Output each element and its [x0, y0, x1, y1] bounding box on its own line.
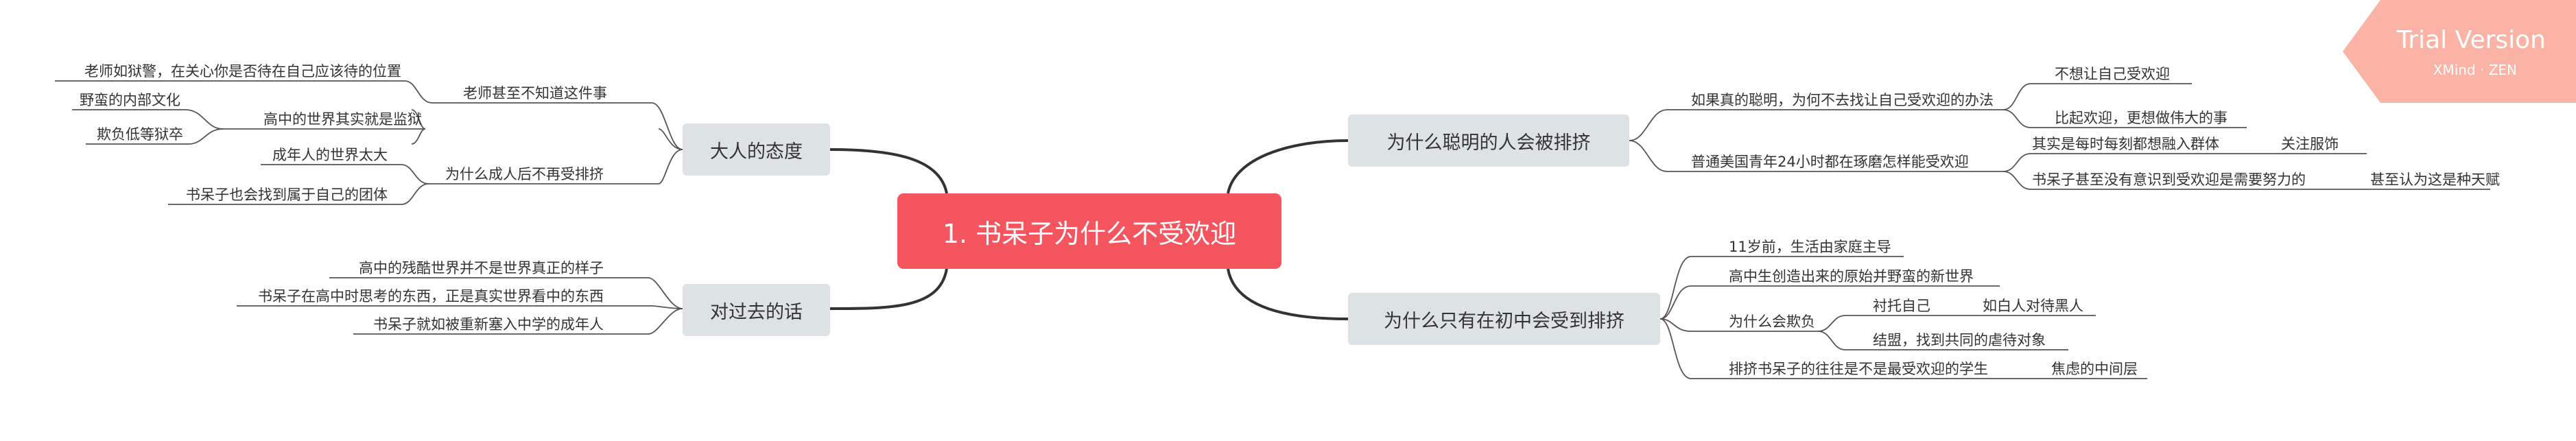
subtopic-why-bully[interactable]: 为什么会欺负 [1729, 313, 1815, 330]
subtopic-bully[interactable]: 欺负低等狱卒 [97, 126, 183, 143]
subtopic-clothes[interactable]: 关注服饰 [2281, 136, 2339, 152]
trial-watermark: Trial Version XMind · ZEN [2343, 0, 2576, 103]
subtopic-before11[interactable]: 11岁前，生活由家庭主导 [1729, 239, 1891, 255]
subtopic-savage[interactable]: 野蛮的内部文化 [80, 92, 180, 108]
subtopic-adult-world[interactable]: 成年人的世界太大 [272, 147, 388, 163]
watermark-ribbon [2343, 0, 2576, 103]
subtopic-rather-great[interactable]: 比起欢迎，更想做伟大的事 [2055, 110, 2228, 126]
topic-adult-attitude[interactable]: 大人的态度 [683, 123, 830, 176]
watermark-subtitle: XMind · ZEN [2433, 62, 2517, 78]
subtopic-hs-kids[interactable]: 高中生创造出来的原始并野蛮的新世界 [1729, 268, 1974, 285]
subtopic-dont-want[interactable]: 不想让自己受欢迎 [2055, 66, 2170, 82]
subtopic-anxious[interactable]: 焦虑的中间层 [2051, 361, 2138, 377]
subtopic-own-group[interactable]: 书呆子也会找到属于自己的团体 [186, 187, 388, 203]
topic-to-past[interactable]: 对过去的话 [683, 284, 830, 336]
subtopic-why-no-bully[interactable]: 为什么成人后不再受排挤 [445, 166, 604, 182]
subtopic-blend[interactable]: 其实是每时每刻都想融入群体 [2032, 136, 2219, 152]
subtopic-teachers-unaware[interactable]: 老师甚至不知道这件事 [463, 85, 607, 102]
central-topic[interactable]: 1. 书呆子为什么不受欢迎 [897, 193, 1281, 269]
subtopic-hs-prison[interactable]: 高中的世界其实就是监狱 [263, 111, 422, 128]
subtopic-if-smart[interactable]: 如果真的聪明，为何不去找让自己受欢迎的办法 [1691, 92, 1994, 108]
subtopic-cruel[interactable]: 高中的残酷世界并不是世界真正的样子 [359, 260, 604, 276]
subtopic-think[interactable]: 书呆子在高中时思考的东西，正是真实世界看中的东西 [258, 288, 604, 305]
subtopic-target[interactable]: 排挤书呆子的往往是不是最受欢迎的学生 [1729, 361, 1988, 377]
subtopic-unaware[interactable]: 书呆子甚至没有意识到受欢迎是需要努力的 [2032, 171, 2306, 188]
subtopic-warden[interactable]: 老师如狱警，在关心你是否待在自己应该待的位置 [84, 63, 401, 80]
topic-smart-excluded[interactable]: 为什么聪明的人会被排挤 [1348, 115, 1629, 167]
subtopic-talent[interactable]: 甚至认为这是种天赋 [2370, 171, 2500, 188]
subtopic-whites[interactable]: 如白人对待黑人 [1983, 298, 2083, 314]
watermark-title: Trial Version [2396, 26, 2546, 54]
topic-middle-school[interactable]: 为什么只有在初中会受到排挤 [1348, 293, 1660, 345]
subtopic-reenter[interactable]: 书呆子就如被重新塞入中学的成年人 [373, 316, 604, 333]
subtopic-foil[interactable]: 衬托自己 [1873, 298, 1930, 314]
subtopic-ally[interactable]: 结盟，找到共同的虐待对象 [1873, 332, 2046, 348]
subtopic-us-teen[interactable]: 普通美国青年24小时都在琢磨怎样能受欢迎 [1691, 154, 1969, 170]
